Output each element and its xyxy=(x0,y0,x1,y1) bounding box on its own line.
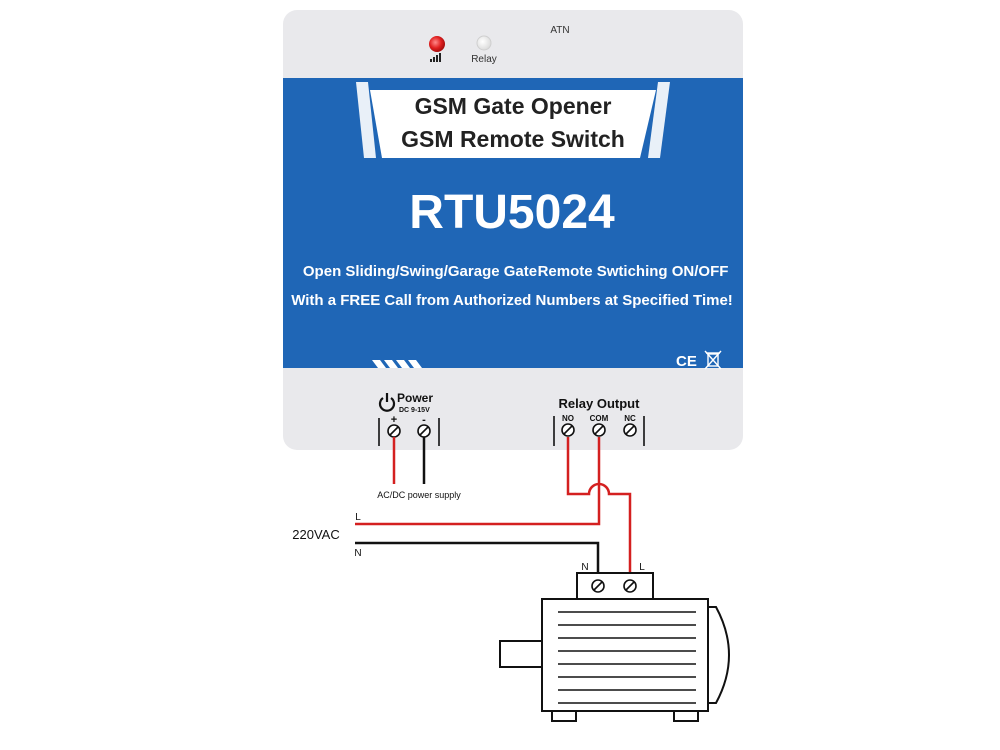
relay-output-label: Relay Output xyxy=(559,396,641,411)
title-plate-stripe-right xyxy=(648,82,670,158)
device-enclosure: Relay ATN GSM Gate Opener GSM Remote Swi… xyxy=(283,10,743,450)
line-label: L xyxy=(355,512,361,523)
decorative-stripes xyxy=(372,360,422,368)
motor-foot-left xyxy=(551,710,577,722)
motor-l-terminal-icon xyxy=(623,579,637,593)
motor-n-label: N xyxy=(581,562,588,573)
mains-wires xyxy=(355,437,632,583)
power-plus-terminal-icon xyxy=(387,424,401,438)
motor-shaft xyxy=(499,640,543,668)
motor-l-label: L xyxy=(639,562,645,573)
title-line-2: GSM Remote Switch xyxy=(401,126,625,152)
no-to-motor-wire xyxy=(566,437,632,583)
line-wire xyxy=(355,437,601,526)
title-plate xyxy=(370,90,656,158)
relay-com-terminal-icon xyxy=(592,423,606,437)
feature-left: Open Sliding/Swing/Garage Gate xyxy=(303,263,537,280)
relay-terminal-nc-label: NC xyxy=(624,414,636,423)
motor-icon xyxy=(499,572,730,722)
power-plus-label: + xyxy=(391,414,397,426)
motor-fins xyxy=(558,611,696,704)
relay-led-label: Relay xyxy=(471,54,497,65)
relay-terminal-com-label: COM xyxy=(590,414,609,423)
power-label: Power xyxy=(397,391,433,405)
relay-nc-terminal-icon xyxy=(623,423,637,437)
ce-mark: CE xyxy=(676,353,697,370)
neutral-wire xyxy=(355,541,600,583)
supply-note: AC/DC power supply xyxy=(377,490,461,500)
model-name: RTU5024 xyxy=(409,186,615,239)
weee-bin-icon xyxy=(704,350,722,370)
signal-bars-icon xyxy=(430,53,441,62)
power-minus-terminal-icon xyxy=(417,424,431,438)
relay-led-icon xyxy=(476,35,492,51)
status-led-icon xyxy=(429,36,445,52)
atn-label: ATN xyxy=(550,25,569,36)
tagline: With a FREE Call from Authorized Numbers… xyxy=(291,292,733,309)
power-minus-label: - xyxy=(422,414,426,426)
motor-n-terminal-icon xyxy=(591,579,605,593)
title-plate-stripe-left xyxy=(356,82,376,158)
title-line-1: GSM Gate Opener xyxy=(415,93,612,119)
motor-terminal-box xyxy=(576,572,654,600)
motor-end-cap xyxy=(707,606,730,704)
motor-foot-right xyxy=(673,710,699,722)
motor-body xyxy=(541,598,709,712)
power-supply-wires xyxy=(392,437,426,484)
feature-right: Remote Swtiching ON/OFF xyxy=(538,263,729,280)
power-power-icon xyxy=(378,393,396,412)
power-spec: DC 9-15V xyxy=(399,407,430,414)
mains-label: 220VAC xyxy=(292,527,339,542)
relay-no-terminal-icon xyxy=(561,423,575,437)
neutral-label: N xyxy=(354,548,361,559)
relay-terminal-no-label: NO xyxy=(562,414,574,423)
